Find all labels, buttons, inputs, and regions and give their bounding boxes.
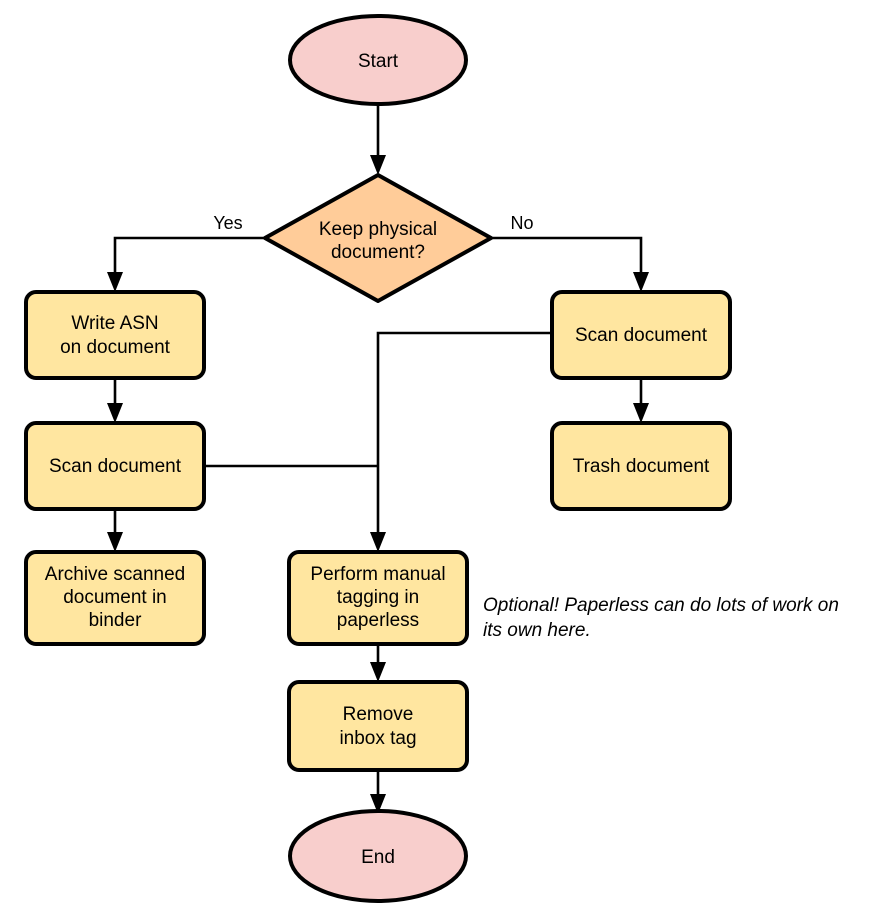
tagging-label-line3: paperless — [337, 610, 419, 631]
trash-rect — [550, 421, 732, 511]
edge-label-yes: Yes — [213, 213, 242, 233]
edge-decision-no-to-scan-right — [491, 236, 649, 292]
node-archive-scanned-document[interactable]: Archive scanned document in binder — [24, 550, 206, 646]
arrow-head-icon — [107, 403, 123, 423]
node-scan-document-right[interactable]: Scan document — [550, 290, 732, 380]
decision-diamond — [263, 173, 493, 303]
edge-remove-inbox-to-end — [370, 770, 386, 814]
edge-scan-left-to-archive — [107, 510, 123, 552]
remove-inbox-label-line2: inbox tag — [339, 728, 416, 749]
scan-right-label: Scan document — [575, 325, 708, 346]
node-remove-inbox-tag[interactable]: Remove inbox tag — [287, 680, 469, 772]
node-start[interactable]: Start — [288, 14, 468, 106]
node-write-asn-on-document[interactable]: Write ASN on document — [24, 290, 206, 380]
write-asn-label-line1: Write ASN — [71, 313, 158, 334]
scan-left-rect — [24, 421, 206, 511]
edge-tagging-to-remove-inbox — [370, 645, 386, 682]
trash-label: Trash document — [573, 456, 710, 477]
arrow-head-icon — [107, 272, 123, 292]
node-decision-keep-physical-document[interactable]: Keep physical document? — [263, 173, 493, 303]
scan-left-label: Scan document — [49, 456, 182, 477]
arrow-head-icon — [633, 403, 649, 423]
write-asn-label-line2: on document — [60, 337, 171, 358]
arrow-head-icon — [107, 532, 123, 552]
annotation-line1: Optional! Paperless can do lots of work … — [483, 595, 839, 616]
scan-right-rect — [550, 290, 732, 380]
edge-decision-yes-to-write-asn — [107, 236, 265, 292]
arrow-head-icon — [633, 272, 649, 292]
arrow-head-icon — [370, 662, 386, 682]
annotation-optional-note: Optional! Paperless can do lots of work … — [483, 595, 839, 641]
remove-inbox-rect — [287, 680, 469, 772]
tagging-label-line1: Perform manual — [310, 564, 445, 585]
edge-start-to-decision — [370, 105, 386, 175]
remove-inbox-label-line1: Remove — [343, 704, 414, 725]
archive-label-line1: Archive scanned — [45, 564, 185, 585]
edge-scan-right-to-tagging — [370, 331, 552, 552]
decision-label-line2: document? — [331, 242, 425, 263]
archive-label-line2: document in — [63, 587, 167, 608]
tagging-rect — [287, 550, 469, 646]
node-trash-document[interactable]: Trash document — [550, 421, 732, 511]
end-ellipse — [288, 809, 468, 903]
edge-scan-right-to-trash — [633, 378, 649, 423]
node-perform-manual-tagging[interactable]: Perform manual tagging in paperless — [287, 550, 469, 646]
edge-label-no: No — [510, 213, 533, 233]
arrow-head-icon — [370, 794, 386, 814]
end-label: End — [361, 847, 395, 868]
start-ellipse — [288, 14, 468, 106]
archive-rect — [24, 550, 206, 646]
node-scan-document-left[interactable]: Scan document — [24, 421, 206, 511]
write-asn-rect — [24, 290, 206, 380]
tagging-label-line2: tagging in — [337, 587, 419, 608]
start-label: Start — [358, 51, 399, 72]
arrow-head-icon — [370, 155, 386, 175]
archive-label-line3: binder — [89, 610, 142, 631]
node-end[interactable]: End — [288, 809, 468, 903]
decision-label-line1: Keep physical — [319, 219, 437, 240]
edge-write-asn-to-scan-left — [107, 378, 123, 423]
arrow-head-icon — [370, 532, 386, 552]
annotation-line2: its own here. — [483, 620, 591, 641]
